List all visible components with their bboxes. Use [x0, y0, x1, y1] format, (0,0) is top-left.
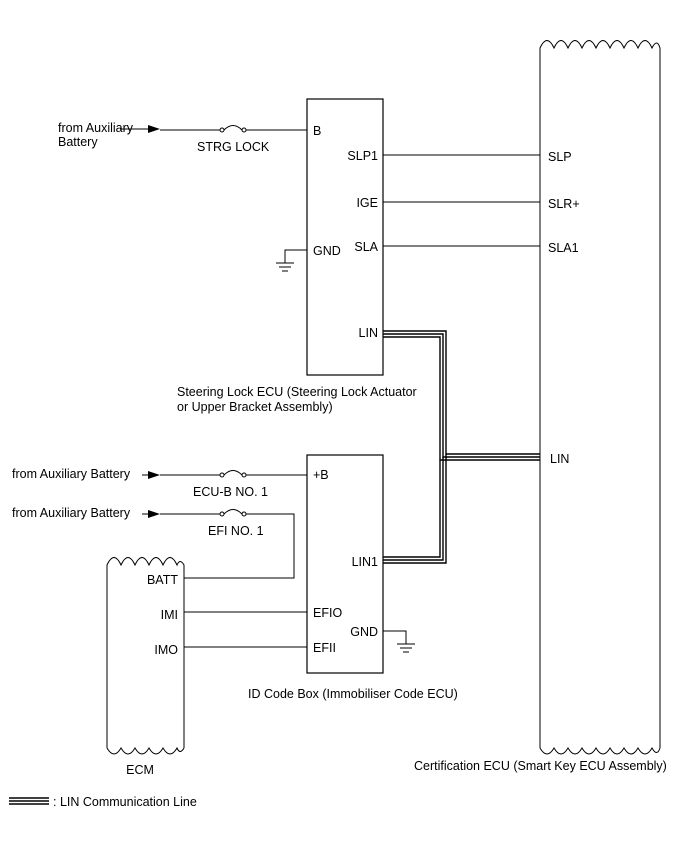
source-aux-ecub: from Auxiliary Battery — [12, 467, 131, 481]
lin1-bus-line-a — [383, 460, 441, 558]
pin-slr-plus: SLR+ — [548, 197, 580, 211]
lin-bus-line-a — [383, 330, 540, 455]
steering-lock-ecu-box — [306, 98, 384, 376]
legend-lin-label: : LIN Communication Line — [53, 795, 197, 809]
ground-steering — [276, 249, 307, 272]
wire-efi-batt — [184, 513, 295, 579]
pin-lin-steering: LIN — [359, 326, 378, 340]
fuse-efi-end-left — [219, 511, 225, 517]
lin-bus — [383, 330, 540, 564]
pin-sla: SLA — [354, 240, 378, 254]
fuse-ecub-end-left — [219, 472, 225, 478]
arrow-head-efi — [148, 510, 160, 518]
source-aux-top-1: from Auxiliary — [58, 121, 134, 135]
source-aux-efi: from Auxiliary Battery — [12, 506, 131, 520]
pin-efio: EFIO — [313, 606, 342, 620]
certification-ecu-body — [539, 40, 661, 748]
ecm-break-bottom — [106, 746, 185, 755]
fuse-efi-end-right — [241, 511, 247, 517]
pin-efii: EFII — [313, 641, 336, 655]
pin-lin-cert: LIN — [550, 452, 569, 466]
arrow-head-strg — [148, 125, 160, 133]
ecm-body — [106, 557, 185, 748]
strg-lock-circuit: from Auxiliary Battery STRG LOCK — [58, 121, 307, 154]
pin-sla1: SLA1 — [548, 241, 579, 255]
legend: : LIN Communication Line — [9, 795, 197, 809]
pin-batt: BATT — [147, 573, 178, 587]
pin-imo: IMO — [154, 643, 178, 657]
ecm: BATT IMI IMO ECM — [106, 557, 185, 777]
fuse-efi-label: EFI NO. 1 — [208, 524, 264, 538]
pin-b: B — [313, 124, 321, 138]
fuse-ecu-b-label: ECU-B NO. 1 — [193, 485, 268, 499]
pin-slp: SLP — [548, 150, 572, 164]
wire-gnd-steering — [284, 249, 307, 263]
steering-lock-ecu-label-2: or Upper Bracket Assembly) — [177, 400, 333, 414]
lin1-bus-line-b — [383, 457, 444, 561]
pin-plus-b: +B — [313, 468, 329, 482]
certification-ecu-label: Certification ECU (Smart Key ECU Assembl… — [414, 759, 667, 773]
certification-ecu-break-bottom — [539, 746, 661, 755]
pin-imi: IMI — [161, 608, 178, 622]
certification-ecu: SLP SLR+ SLA1 LIN Certification ECU (Sma… — [414, 40, 667, 773]
pin-gnd-steering: GND — [313, 244, 341, 258]
fuse-efi-icon — [223, 509, 243, 515]
fuse-end-right — [241, 127, 247, 133]
id-code-box: +B LIN1 EFIO GND EFII ID Code Box (Immob… — [248, 454, 458, 701]
efi-circuit: from Auxiliary Battery EFI NO. 1 — [12, 506, 295, 579]
pin-lin1: LIN1 — [352, 555, 378, 569]
arrow-head-ecub — [148, 471, 160, 479]
lin1-bus-line-c — [383, 454, 447, 564]
fuse-ecu-b-icon — [223, 470, 243, 476]
id-code-box-label: ID Code Box (Immobiliser Code ECU) — [248, 687, 458, 701]
fuse-strg-lock-icon — [223, 125, 243, 131]
fuse-strg-lock-label: STRG LOCK — [197, 140, 270, 154]
steering-lock-ecu-label-1: Steering Lock ECU (Steering Lock Actuato… — [177, 385, 417, 399]
wire-gnd-idbox — [383, 630, 407, 644]
lin-bus-line-b — [383, 333, 540, 458]
pin-gnd-idbox: GND — [350, 625, 378, 639]
lin-bus-line-c — [383, 336, 540, 461]
id-code-box-body — [306, 454, 384, 674]
steering-lock-ecu: B SLP1 IGE GND SLA LIN Steering Lock ECU… — [177, 98, 417, 414]
source-aux-top-2: Battery — [58, 135, 98, 149]
ecm-label: ECM — [126, 763, 154, 777]
fuse-ecub-end-right — [241, 472, 247, 478]
ecu-b-circuit: from Auxiliary Battery ECU-B NO. 1 — [12, 467, 307, 499]
ground-idbox — [383, 630, 415, 653]
fuse-end-left — [219, 127, 225, 133]
pin-ige: IGE — [356, 196, 378, 210]
pin-slp1: SLP1 — [347, 149, 378, 163]
